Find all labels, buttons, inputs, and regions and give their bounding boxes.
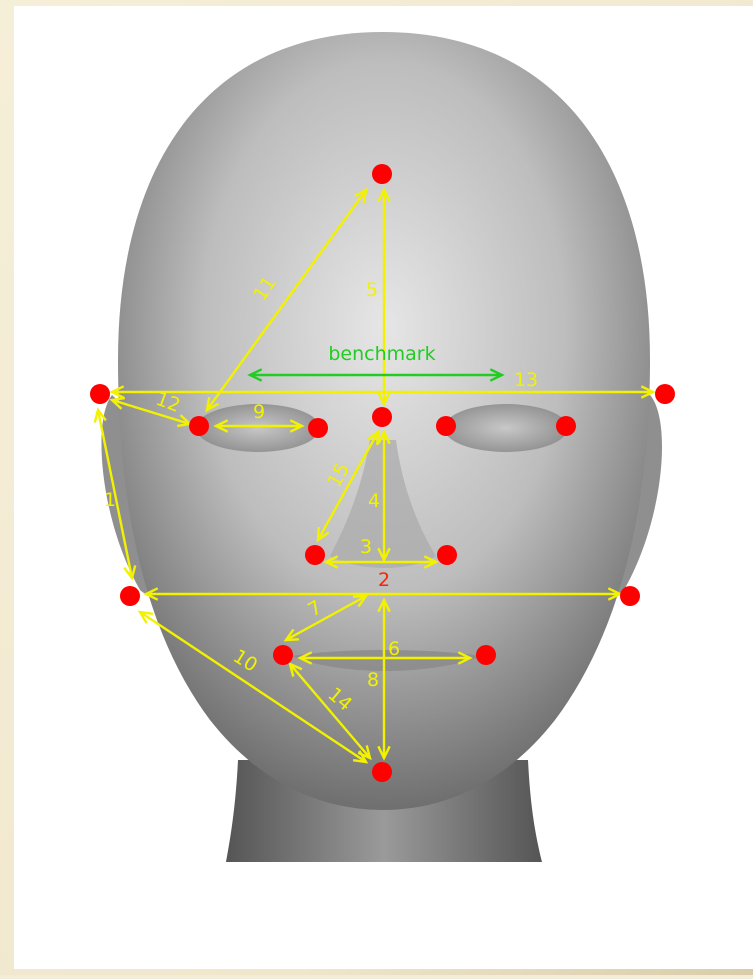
landmark-chin — [372, 762, 392, 782]
landmark-mouth-l — [273, 645, 293, 665]
measurement-label-1: 1 — [104, 489, 116, 511]
landmark-nose-l — [305, 545, 325, 565]
landmark-jaw-l — [120, 586, 140, 606]
measurement-label-4: 4 — [368, 490, 380, 512]
measurement-label-5: 5 — [366, 279, 378, 301]
landmark-eye-li — [308, 418, 328, 438]
landmark-eye-ri — [436, 416, 456, 436]
landmark-nasion — [372, 407, 392, 427]
right-eye-socket — [444, 404, 568, 452]
landmark-eye-lo — [189, 416, 209, 436]
landmark-jaw-r — [620, 586, 640, 606]
landmark-forehead — [372, 164, 392, 184]
landmark-nose-r — [437, 545, 457, 565]
landmark-eye-ro — [556, 416, 576, 436]
measurement-label-9: 9 — [253, 401, 265, 423]
measurement-label-13: 13 — [514, 369, 538, 391]
landmark-mouth-r — [476, 645, 496, 665]
measurement-label-8: 8 — [367, 669, 379, 691]
landmark-ear-l — [90, 384, 110, 404]
benchmark-label: benchmark — [328, 343, 435, 365]
landmark-ear-r — [655, 384, 675, 404]
measurement-label-3: 3 — [360, 536, 372, 558]
measurement-label-6: 6 — [388, 638, 400, 660]
measurement-label-2: 2 — [378, 569, 390, 591]
